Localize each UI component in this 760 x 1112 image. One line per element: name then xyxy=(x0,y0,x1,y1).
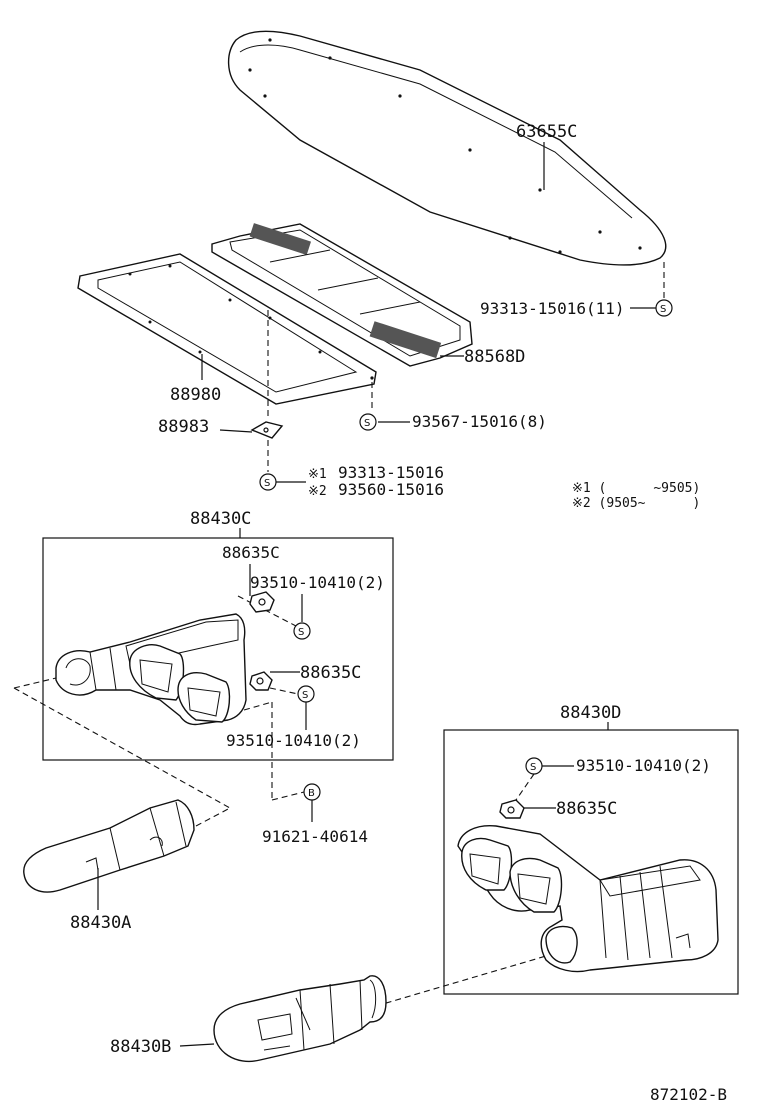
label-93313-15016: 93313-15016 xyxy=(338,463,444,482)
label-93567-15016-8: 93567-15016(8) xyxy=(412,412,547,431)
label-63655c: 63655C xyxy=(516,122,577,142)
screw-symbol-93510-b: S xyxy=(297,685,315,703)
screw-symbol-93510-c: S xyxy=(525,757,543,775)
label-88430b: 88430B xyxy=(110,1037,171,1057)
dash-88430a-guide xyxy=(13,687,231,809)
leader-88430b xyxy=(179,1043,215,1047)
clip-88635c-a xyxy=(249,591,275,613)
label-93510-b: 93510-10410(2) xyxy=(226,731,361,750)
dash-88430b-guide xyxy=(375,955,547,1007)
dash-88430c-left xyxy=(13,677,57,689)
duct-88430c xyxy=(55,613,247,726)
screw-symbol-93510-a: S xyxy=(293,622,311,640)
svg-text:B: B xyxy=(308,788,315,799)
leader-88983 xyxy=(219,429,253,433)
label-88430d: 88430D xyxy=(560,703,621,723)
note2-mark: ※2 xyxy=(308,484,327,499)
cover-panel-63655c xyxy=(227,30,667,266)
screw-symbol-93313-93560: S xyxy=(259,473,277,491)
label-93510-c: 93510-10410(2) xyxy=(576,756,711,775)
box-88430c xyxy=(42,537,394,761)
duct-88430b xyxy=(213,975,387,1062)
label-88980: 88980 xyxy=(170,385,221,405)
svg-text:S: S xyxy=(660,304,666,315)
duct-88430d xyxy=(457,825,719,973)
gasket-88980 xyxy=(77,253,377,405)
dash-88430a-end xyxy=(195,807,231,827)
box-88430d xyxy=(443,729,739,995)
legend-note2: ※2 (9505~ ) xyxy=(572,496,700,511)
label-88635c-b: 88635C xyxy=(300,663,361,683)
diagram-code: 872102-B xyxy=(650,1085,727,1104)
screw-symbol-93567: S xyxy=(359,413,377,431)
clip-88635c-c xyxy=(499,799,525,819)
label-88430a: 88430A xyxy=(70,913,131,933)
svg-text:S: S xyxy=(298,627,304,638)
label-88983: 88983 xyxy=(158,417,209,437)
clip-88635c-b xyxy=(249,671,273,691)
legend-note1: ※1 ( ~9505) xyxy=(572,481,700,496)
label-88635c-a: 88635C xyxy=(222,543,280,562)
svg-text:S: S xyxy=(364,418,370,429)
label-93510-a: 93510-10410(2) xyxy=(250,573,385,592)
dash-clip-c xyxy=(515,773,535,801)
dash-bolt-lower xyxy=(271,791,305,801)
screen-88568d xyxy=(211,223,473,367)
bracket-88983 xyxy=(250,421,284,439)
dash-bolt-upper xyxy=(243,701,273,711)
screw-symbol-93313-11: S xyxy=(655,299,673,317)
svg-text:S: S xyxy=(530,762,536,773)
bolt-symbol-91621: B xyxy=(303,783,321,801)
label-91621-40614: 91621-40614 xyxy=(262,827,368,846)
svg-text:S: S xyxy=(264,478,270,489)
label-88568d: 88568D xyxy=(464,347,525,367)
label-88430c: 88430C xyxy=(190,509,251,529)
dash-clip-b xyxy=(269,687,299,695)
duct-88430a xyxy=(23,799,195,893)
note1-mark: ※1 xyxy=(308,467,327,482)
label-93313-15016-11: 93313-15016(11) xyxy=(480,299,625,318)
label-93560-15016: 93560-15016 xyxy=(338,480,444,499)
svg-text:S: S xyxy=(302,690,308,701)
label-88635c-c: 88635C xyxy=(556,799,617,819)
